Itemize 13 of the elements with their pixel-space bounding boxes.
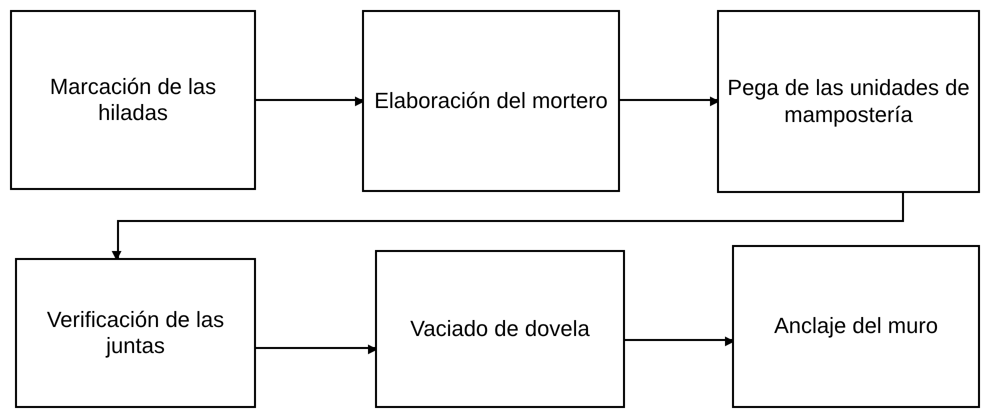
step-label: Vaciado de dovela [410, 316, 590, 342]
step-label: Marcación de las hiladas [48, 74, 218, 126]
process-box [717, 10, 980, 193]
process-box [375, 250, 625, 408]
process-box [10, 10, 256, 190]
arrow [112, 193, 904, 261]
step-label: Anclaje del muro [774, 313, 938, 340]
process-box [732, 245, 980, 408]
step-label: Verificación de las juntas [46, 306, 226, 360]
step-label: Pega de las unidades de mampostería [727, 75, 970, 128]
process-box [15, 258, 256, 408]
process-box [362, 10, 620, 192]
step-label: Elaboración del mortero [374, 88, 608, 114]
